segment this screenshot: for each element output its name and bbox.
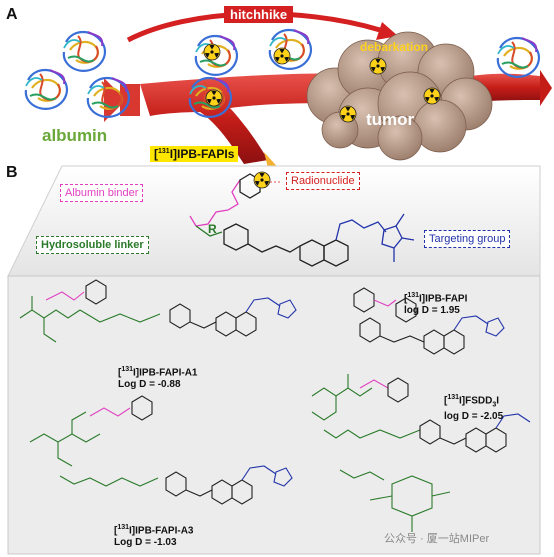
targeting-group-label: Targeting group — [424, 230, 511, 248]
compound-a3-label: [131I]IPB-FAPI-A3 Log D = -1.03 — [114, 524, 194, 549]
compound-a1-structure — [19, 279, 297, 343]
compound-ipb-structure — [353, 287, 505, 355]
tumor-label: tumor — [366, 110, 415, 129]
panel-a-artwork — [24, 11, 552, 176]
albumin-protein-icon — [24, 68, 69, 110]
albumin-binder-label: Albumin binder — [60, 184, 144, 202]
compound-a1-label: [131I]IPB-FAPI-A1 Log D = -0.88 — [118, 366, 198, 391]
hitchhike-arrowhead — [376, 22, 398, 40]
radiation-icon — [203, 43, 221, 61]
tumor-mass — [306, 31, 493, 161]
probe-label: [131I]IPB-FAPIs — [150, 146, 239, 162]
compound-ipb-label: [131I]IPB-FAPI log D = 1.95 — [404, 292, 468, 317]
r-group-label: R — [208, 222, 217, 236]
watermark: 公众号 · 厦一站MIPer — [384, 533, 490, 545]
albumin-label: albumin — [42, 126, 108, 145]
hitchhike-label: hitchhike — [224, 6, 294, 23]
albumin-protein-icon — [268, 28, 313, 70]
albumin-protein-icon — [496, 36, 541, 78]
compound-fsdd-label: [131I]FSDD3I log D = -2.05 — [444, 394, 504, 423]
radiation-icon — [369, 57, 387, 75]
albumin-protein-icon — [62, 30, 107, 72]
blood-vessel — [140, 73, 360, 164]
radiation-icon — [273, 47, 291, 65]
vessel-arrowhead — [540, 70, 552, 106]
panel-a-letter: A — [6, 6, 18, 23]
radionuclide-label: Radionuclide — [286, 172, 360, 190]
core-structure — [189, 173, 415, 267]
radionuclide-icon — [253, 171, 271, 189]
panel-b-letter: B — [6, 164, 18, 181]
radiation-icon — [339, 105, 357, 123]
compound-panel — [7, 275, 541, 555]
hydrosoluble-linker-label: Hydrosoluble linker — [36, 236, 149, 254]
compound-fsdd-structure — [311, 374, 531, 532]
debarkation-label: debarkation — [360, 40, 429, 54]
compound-a3-structure — [29, 395, 293, 505]
radiation-icon — [423, 87, 441, 105]
panel-b-artwork — [7, 165, 541, 555]
radiation-icon — [205, 89, 223, 107]
